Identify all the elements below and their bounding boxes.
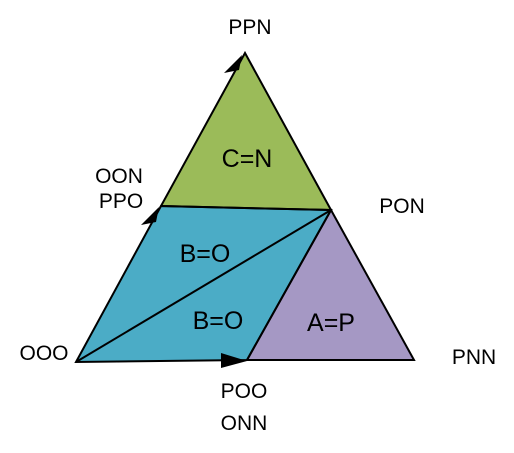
- arrow-head-bottom: [221, 353, 247, 368]
- vertex-label-bottom-right: PNN: [452, 346, 496, 369]
- arrow-head-upper: [224, 55, 242, 73]
- vertex-label-upper-left-2: PPO: [99, 190, 143, 213]
- outline-a-p: [245, 207, 416, 361]
- vertex-label-upper-left-1: OON: [95, 165, 143, 188]
- region-label-c-n: C=N: [222, 145, 273, 173]
- vertex-label-bottom-mid-1: POO: [221, 380, 268, 403]
- region-label-b-o-upper: B=O: [180, 240, 231, 268]
- region-label-a-p: A=P: [307, 309, 355, 337]
- vertex-label-bottom-left: OOO: [19, 342, 68, 365]
- vertex-label-top: PPN: [228, 16, 271, 39]
- vertex-label-right-mid: PON: [379, 195, 425, 218]
- vertex-label-bottom-mid-2: ONN: [221, 412, 268, 435]
- region-label-b-o-lower: B=O: [193, 307, 244, 335]
- region-a-p: [247, 210, 414, 360]
- region-c-n: [161, 53, 331, 210]
- arrow-head-left: [141, 207, 159, 225]
- diagonal-divider: [75, 209, 332, 363]
